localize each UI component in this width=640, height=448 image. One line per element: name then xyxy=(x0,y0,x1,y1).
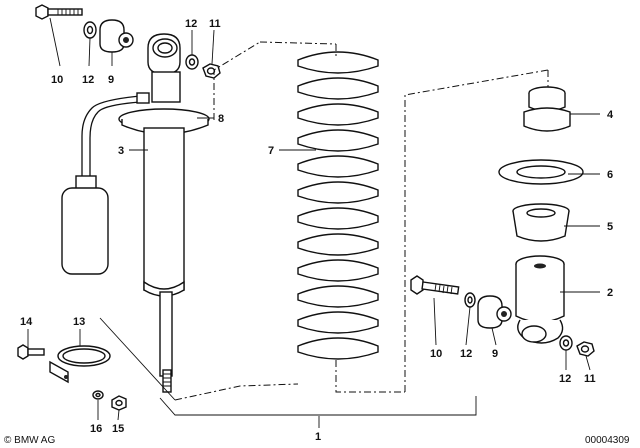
label-11-upper: 11 xyxy=(209,18,221,30)
clamp-washer xyxy=(92,390,104,400)
bolt-bottom xyxy=(410,275,460,295)
assembly-guide-lines xyxy=(99,41,549,416)
label-15: 15 xyxy=(112,423,124,435)
label-7: 7 xyxy=(268,145,274,157)
coil-spring xyxy=(297,51,379,360)
label-1: 1 xyxy=(315,431,321,443)
label-12-upper: 12 xyxy=(185,18,197,30)
label-12-top: 12 xyxy=(82,74,94,86)
nut-upper xyxy=(202,63,221,79)
label-12-bottom: 12 xyxy=(460,348,472,360)
label-3: 3 xyxy=(118,145,124,157)
rubber-bushing-top xyxy=(99,19,134,53)
label-9-bottom: 9 xyxy=(492,348,498,360)
label-6: 6 xyxy=(607,169,613,181)
spring-seat-ring xyxy=(498,159,584,185)
copyright-text: © BMW AG xyxy=(4,435,55,446)
label-4: 4 xyxy=(607,109,614,121)
reservoir-canister xyxy=(61,92,150,275)
shock-mount-eye xyxy=(147,33,181,75)
washer-top xyxy=(83,21,97,39)
label-5: 5 xyxy=(607,221,613,233)
label-9-top: 9 xyxy=(108,74,114,86)
label-10-bottom: 10 xyxy=(430,348,442,360)
part-labels: 10 12 9 12 11 8 3 7 4 6 5 2 14 13 16 15 … xyxy=(20,18,614,443)
label-14: 14 xyxy=(20,316,33,328)
spring-cup xyxy=(512,203,570,242)
nut-lower xyxy=(576,341,595,357)
label-13: 13 xyxy=(73,316,85,328)
bolt-top xyxy=(35,4,83,20)
document-number: 00004309 xyxy=(585,435,630,446)
rubber-bump-stop xyxy=(523,86,571,132)
label-8: 8 xyxy=(218,113,224,125)
washer-upper xyxy=(185,54,199,70)
label-11-lower: 11 xyxy=(584,373,596,385)
rubber-bushing-bottom xyxy=(477,295,512,329)
label-12-lower: 12 xyxy=(559,373,571,385)
lower-spring-mount xyxy=(515,255,565,344)
label-2: 2 xyxy=(607,287,613,299)
leader-lines xyxy=(27,17,600,428)
pipe-clamp xyxy=(49,345,111,384)
shock-absorber xyxy=(118,71,210,393)
clamp-nut xyxy=(111,395,127,411)
washer-bottom xyxy=(464,292,476,308)
clamp-bolt xyxy=(17,344,45,360)
washer-lower xyxy=(559,335,573,351)
label-16: 16 xyxy=(90,423,102,435)
label-10-top: 10 xyxy=(51,74,63,86)
